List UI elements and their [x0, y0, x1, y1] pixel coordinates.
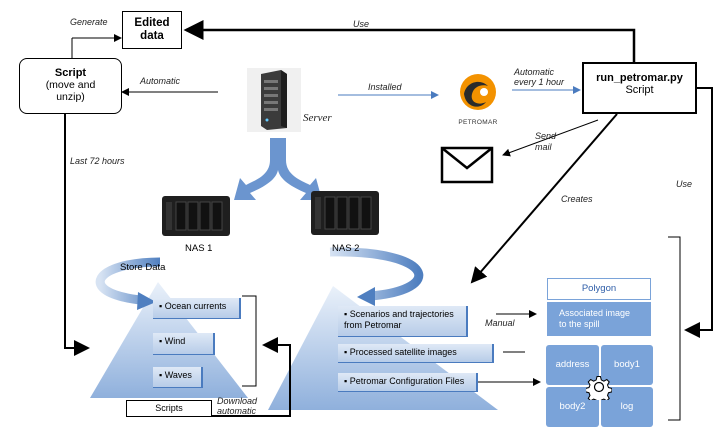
- script-box: Script (move and unzip): [19, 58, 122, 114]
- nas2-icon: [311, 191, 379, 235]
- associated-image-box: Associated image to the spill: [547, 302, 651, 336]
- bullet-icon: ▪: [344, 347, 350, 357]
- edge-label-use-top: Use: [353, 19, 370, 29]
- left-item-waves: ▪ Waves: [153, 367, 203, 388]
- scripts-box: Scripts: [126, 400, 212, 417]
- run-petromar-script-box: run_petromar.py Script: [582, 62, 697, 114]
- split-arrow: [234, 138, 322, 200]
- server-label: Server: [303, 112, 332, 124]
- run-script-title: run_petromar.py: [596, 72, 683, 84]
- nas1-icon: [162, 196, 230, 236]
- edge-label-manual: Manual: [485, 318, 515, 328]
- gear-icon: [585, 374, 613, 405]
- run-script-subtitle: Script: [625, 84, 654, 96]
- bullet-icon: ▪: [159, 370, 165, 380]
- script-subtitle: (move and unzip): [45, 79, 96, 103]
- bullet-icon: ▪: [159, 301, 165, 311]
- polygon-box: Polygon: [547, 278, 651, 300]
- edge-label-automatic-hourly: Automatic every 1 hour: [514, 67, 565, 87]
- server-icon: [247, 68, 301, 132]
- edge-label-automatic: Automatic: [140, 76, 181, 86]
- edited-data-box: Edited data: [122, 11, 182, 49]
- nas1-label: NAS 1: [185, 243, 213, 254]
- mail-icon: [440, 146, 494, 184]
- edge-label-creates: Creates: [561, 194, 593, 204]
- store-data-label: Store Data: [120, 262, 166, 273]
- grid-cell-log: log: [601, 387, 653, 427]
- left-item-wind: ▪ Wind: [153, 333, 215, 355]
- right-item-config: ▪ Petromar Configuration Files: [338, 373, 478, 392]
- edge-label-send-mail: Send mail: [535, 131, 557, 152]
- right-item-satellite: ▪ Processed satellite images: [338, 344, 494, 363]
- edge-label-use-right: Use: [676, 179, 693, 189]
- nas2-label: NAS 2: [332, 243, 360, 254]
- bullet-icon: ▪: [344, 376, 350, 386]
- bullet-icon: ▪: [159, 336, 165, 346]
- grid-cell-body1: body1: [601, 345, 653, 385]
- script-title: Script: [54, 67, 87, 79]
- bullet-icon: ▪: [344, 309, 350, 319]
- store-data-arrow-left: [95, 257, 161, 305]
- edge-label-generate: Generate: [70, 17, 108, 27]
- left-item-ocean-currents: ▪ Ocean currents: [153, 298, 241, 319]
- grid-cell-address: address: [546, 345, 599, 385]
- store-data-arrow-right: [329, 247, 424, 301]
- edge-label-last-72: Last 72 hours: [70, 156, 125, 166]
- right-item-scenarios: ▪ Scenarios and trajectories from Petrom…: [338, 306, 468, 337]
- edge-label-download-automatic: Download automatic: [217, 396, 258, 416]
- edge-label-installed: Installed: [368, 82, 402, 92]
- petromar-logo: PETROMAR: [452, 70, 504, 126]
- petromar-brand-text: PETROMAR: [458, 119, 498, 126]
